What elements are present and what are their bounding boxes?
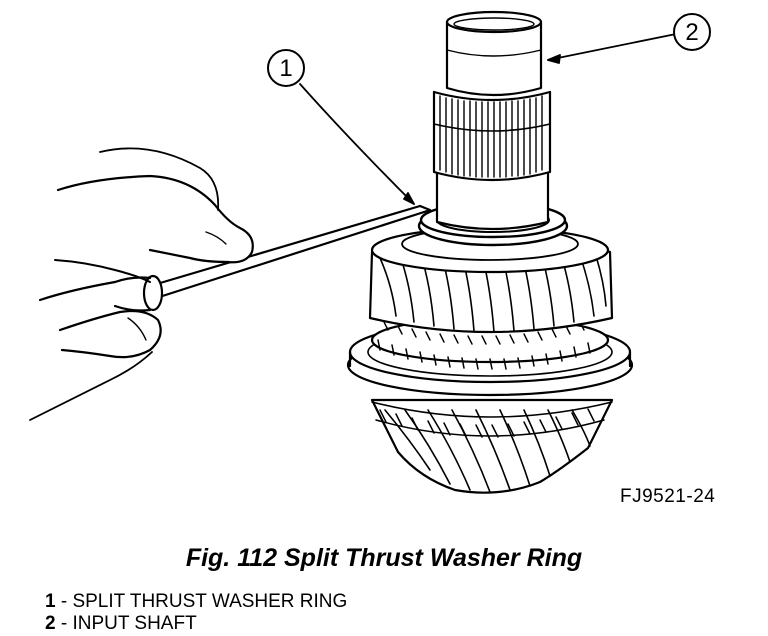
- callout-leaders: [299, 33, 677, 205]
- legend: 1 - SPLIT THRUST WASHER RING 2 - INPUT S…: [45, 591, 347, 635]
- legend-item: 1 - SPLIT THRUST WASHER RING: [45, 591, 347, 613]
- callout-number-2: 2: [685, 19, 698, 46]
- technical-illustration: 1 2: [29, 10, 711, 494]
- input-shaft: [432, 10, 552, 231]
- legend-text: - INPUT SHAFT: [55, 613, 197, 634]
- callout-circle-2: [673, 13, 711, 51]
- legend-item: 2 - INPUT SHAFT: [45, 613, 347, 635]
- callout-number-1: 1: [279, 55, 292, 82]
- legend-number: 1: [45, 591, 56, 612]
- hand-with-pick: [29, 147, 432, 421]
- legend-number: 2: [45, 613, 56, 634]
- gear-assembly: [346, 226, 634, 494]
- figure-code: FJ9521-24: [620, 486, 716, 507]
- figure-caption: Fig. 112 Split Thrust Washer Ring: [185, 544, 583, 572]
- legend-text: - SPLIT THRUST WASHER RING: [55, 591, 348, 612]
- callout-circle-1: [267, 49, 305, 87]
